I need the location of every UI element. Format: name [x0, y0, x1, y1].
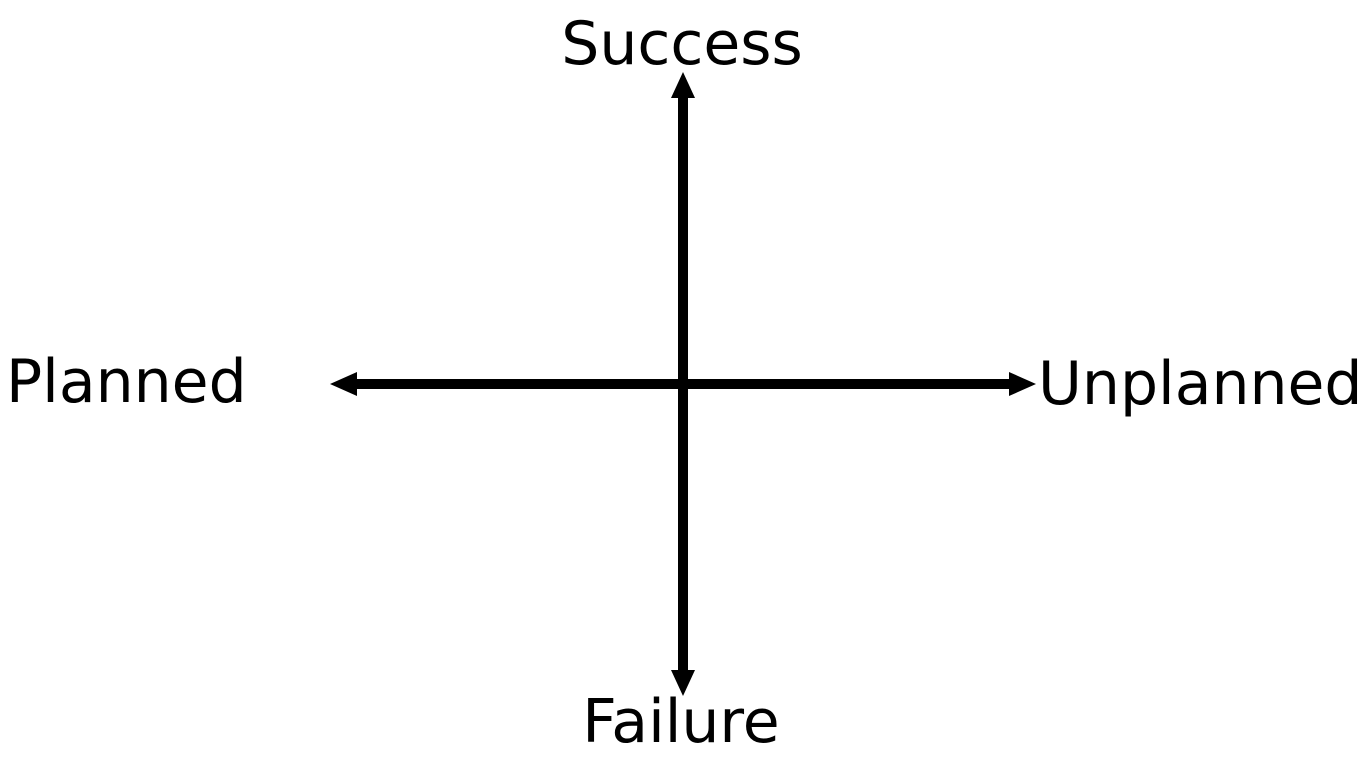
label-planned: Planned — [6, 347, 247, 417]
arrowhead-left — [330, 372, 357, 396]
arrowhead-right — [1009, 372, 1036, 396]
label-success: Success — [561, 9, 803, 79]
label-unplanned: Unplanned — [1038, 349, 1363, 419]
arrowhead-down — [671, 670, 695, 696]
arrowhead-up — [671, 72, 695, 98]
label-failure: Failure — [582, 687, 780, 757]
